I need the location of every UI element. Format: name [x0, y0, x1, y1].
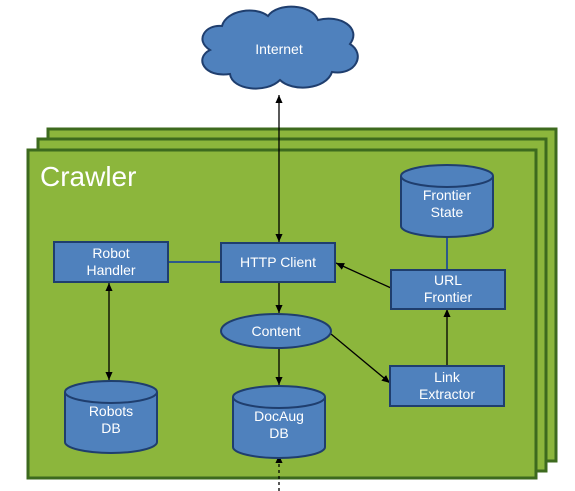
- docaug-db-label-line1: DocAug: [254, 408, 304, 424]
- robots-db-label-line1: Robots: [89, 403, 133, 419]
- http-client-node: HTTP Client: [220, 242, 336, 283]
- link-extractor-node: Link Extractor: [389, 365, 505, 407]
- url-frontier-label-line1: URL: [434, 272, 462, 288]
- link-extractor-label-line1: Link: [434, 369, 461, 385]
- url-frontier-node: URL Frontier: [390, 269, 506, 310]
- robots-db: Robots DB: [64, 380, 158, 454]
- content-link-extractor-connector: [330, 333, 391, 384]
- link-extractor-label-line2: Extractor: [419, 386, 475, 402]
- content-label: Content: [251, 323, 300, 339]
- url-frontier-http-connector: [335, 262, 392, 289]
- robot-handler-node: Robot Handler: [53, 241, 169, 283]
- docaug-db: DocAug DB: [232, 385, 326, 459]
- internet-cloud: Internet: [201, 5, 359, 90]
- url-frontier-label-line2: Frontier: [424, 289, 473, 305]
- frontier-state-db: Frontier State: [400, 164, 494, 238]
- robot-handler-label-line1: Robot: [92, 245, 129, 261]
- frontier-state-label-line2: State: [431, 204, 464, 220]
- docaug-db-label-line2: DB: [269, 425, 288, 441]
- frontier-state-label-line1: Frontier: [423, 187, 472, 203]
- http-client-label: HTTP Client: [240, 254, 316, 270]
- content-node: Content: [220, 313, 332, 349]
- crawler-title: Crawler: [40, 161, 136, 192]
- internet-label: Internet: [255, 41, 303, 57]
- robots-db-label-line2: DB: [101, 420, 120, 436]
- robot-handler-label-line2: Handler: [86, 262, 135, 278]
